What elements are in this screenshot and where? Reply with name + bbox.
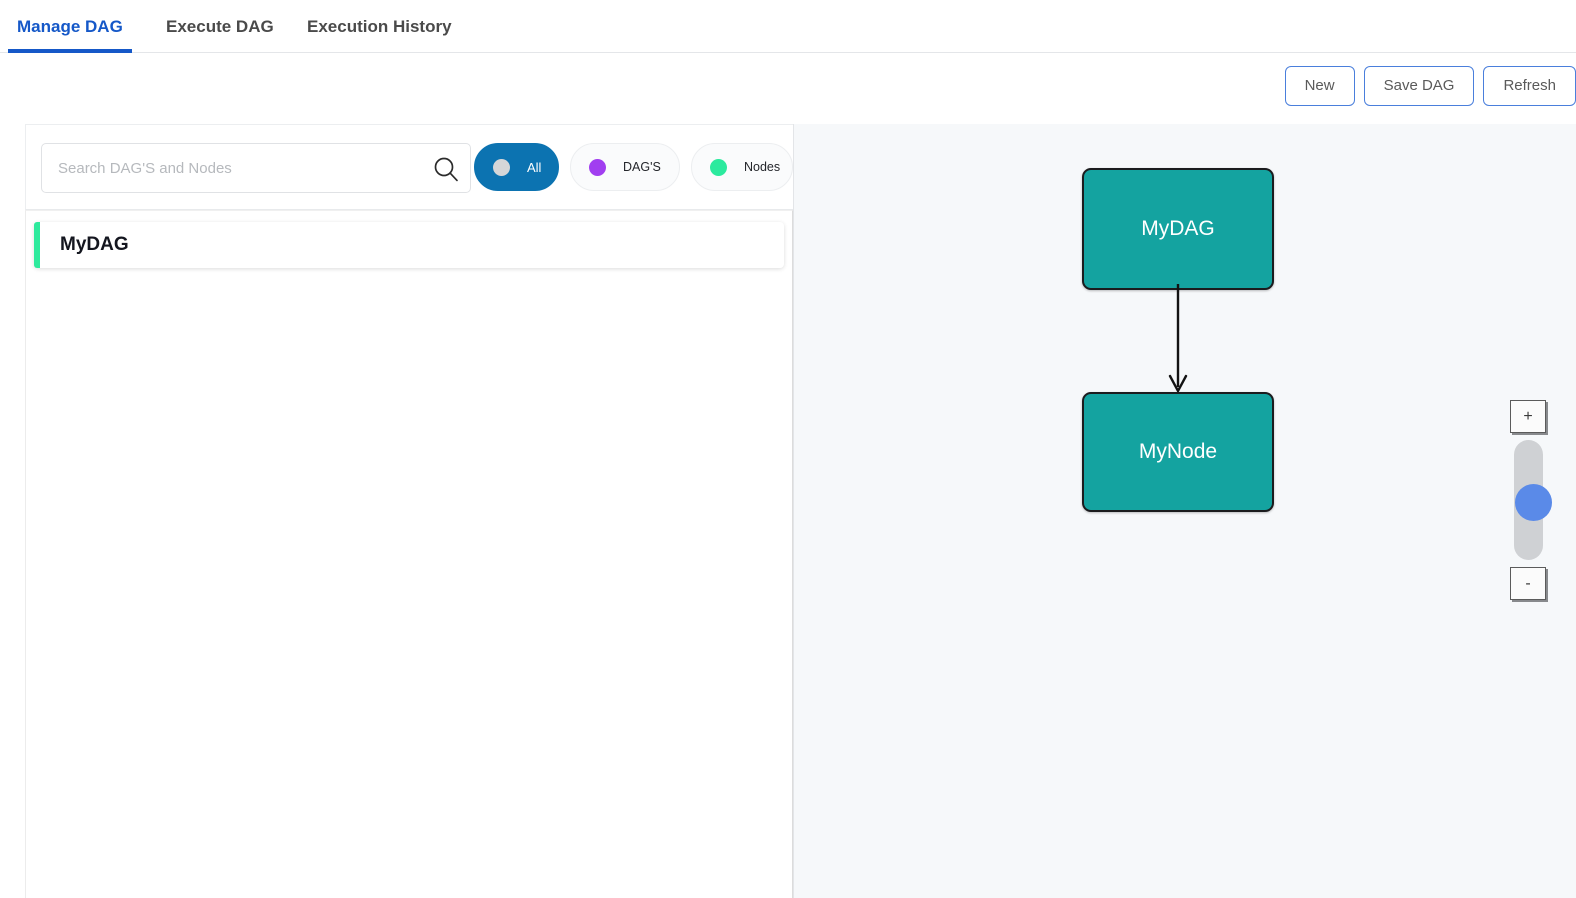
refresh-button[interactable]: Refresh [1483, 66, 1576, 106]
list-item[interactable]: MyDAG [34, 222, 784, 268]
zoom-out-button[interactable]: - [1510, 567, 1546, 600]
zoom-control: + - [1508, 400, 1552, 600]
action-toolbar: New Save DAG Refresh [1284, 66, 1576, 106]
filter-pill-all[interactable]: All [474, 143, 559, 191]
filter-dot-all [493, 158, 510, 176]
search-input[interactable] [56, 144, 426, 192]
graph-node-mynode-label: MyNode [1138, 440, 1218, 463]
new-button[interactable]: New [1284, 66, 1355, 106]
graph-edge-dag-to-node [1168, 284, 1188, 394]
filter-pill-dags[interactable]: DAG'S [570, 143, 680, 191]
filter-dot-dags [589, 158, 606, 176]
zoom-slider-thumb[interactable] [1515, 484, 1552, 521]
filter-label-nodes: Nodes [744, 160, 781, 174]
search-icon[interactable] [432, 155, 460, 183]
list-item-accent-bar [34, 222, 40, 268]
graph-node-mydag[interactable]: MyDAG [1082, 168, 1274, 290]
zoom-in-button[interactable]: + [1510, 400, 1546, 433]
filter-pill-nodes[interactable]: Nodes [691, 143, 793, 191]
tab-execute-dag[interactable]: Execute DAG [157, 0, 283, 53]
filter-label-all: All [527, 159, 542, 175]
graph-node-mynode[interactable]: MyNode [1082, 392, 1274, 512]
tab-manage-dag-label: Manage DAG [17, 16, 123, 36]
dag-list-panel: MyDAG [25, 210, 793, 898]
search-filter-panel: All DAG'S Nodes [25, 124, 853, 210]
search-box[interactable] [41, 143, 471, 193]
graph-node-mydag-label: MyDAG [1141, 217, 1215, 240]
zoom-slider-track[interactable] [1514, 440, 1552, 560]
graph-canvas[interactable]: MyDAG MyNode + - [793, 124, 1576, 898]
main-tabbar: Manage DAG Execute DAG Execution History [0, 0, 1576, 53]
filter-label-dags: DAG'S [623, 160, 661, 174]
tab-execute-dag-label: Execute DAG [166, 16, 274, 36]
filter-dot-nodes [710, 158, 727, 176]
tab-manage-dag[interactable]: Manage DAG [8, 0, 132, 53]
list-item-label: MyDAG [60, 234, 129, 255]
tab-execution-history-label: Execution History [307, 16, 452, 36]
save-dag-button[interactable]: Save DAG [1363, 66, 1475, 106]
tab-execution-history[interactable]: Execution History [298, 0, 461, 53]
